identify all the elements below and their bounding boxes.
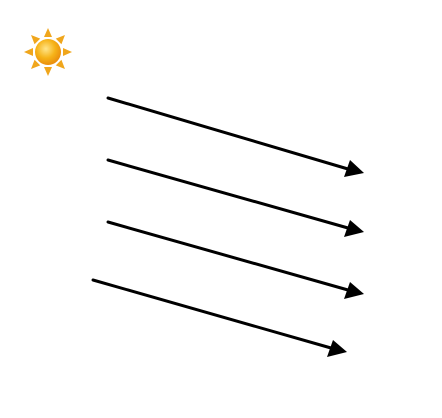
light-ray-arrow xyxy=(91,278,347,357)
light-ray-arrow xyxy=(106,96,364,177)
light-ray-arrow xyxy=(106,220,364,299)
light-rays xyxy=(91,96,364,357)
sun-core xyxy=(35,39,61,65)
sun-rays xyxy=(24,28,72,76)
light-ray-arrow xyxy=(106,158,364,237)
sun-icon xyxy=(24,28,72,76)
